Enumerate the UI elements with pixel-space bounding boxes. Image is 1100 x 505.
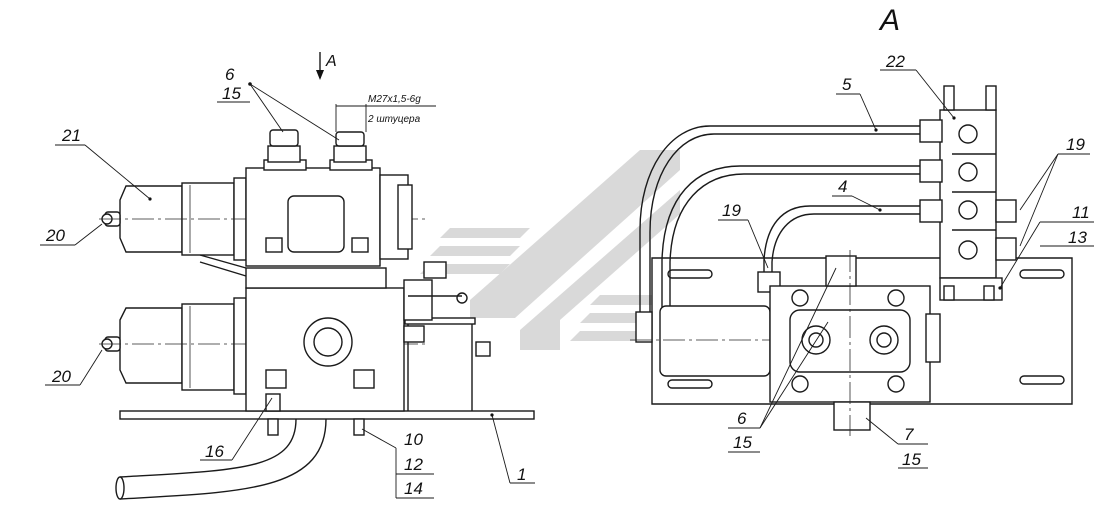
left-view: A M27x1,5-6g 2 штуцера (99, 52, 535, 500)
callout-22: 22 (885, 52, 905, 71)
callout-21: 21 (61, 126, 81, 145)
section-arrow-label: A (325, 53, 337, 70)
thread-note: M27x1,5-6g (368, 94, 421, 105)
callout-4: 4 (838, 177, 847, 196)
callout-15-bottom-right: 15 (902, 450, 921, 469)
callout-6-right: 6 (737, 409, 747, 428)
callout-5: 5 (842, 75, 852, 94)
callout-15-right: 15 (733, 433, 752, 452)
callout-20-upper: 20 (45, 226, 65, 245)
callout-20-lower: 20 (51, 367, 71, 386)
callout-12: 12 (404, 455, 423, 474)
callout-1: 1 (517, 465, 526, 484)
upper-valve-block (245, 129, 413, 267)
callout-14: 14 (404, 479, 423, 498)
callout-13: 13 (1068, 228, 1087, 247)
view-title: A (878, 4, 900, 37)
drain-hose (119, 418, 297, 478)
callout-11: 11 (1072, 203, 1090, 222)
callout-6-left: 6 (225, 65, 235, 84)
callout-19-left: 19 (722, 201, 741, 220)
pipe-5 (639, 125, 920, 318)
bottom-bolts (265, 393, 365, 436)
callout-10: 10 (404, 430, 423, 449)
view-a-valve-assembly (630, 250, 941, 436)
callout-19-right: 19 (1066, 135, 1085, 154)
callout-labels: 6 15 21 20 20 16 10 12 14 1 22 5 4 19 19… (45, 52, 1090, 498)
base-plate (119, 410, 535, 420)
bracket-flange (404, 317, 476, 325)
pipe-4 (763, 205, 920, 272)
callout-7: 7 (904, 425, 914, 444)
callout-15-left: 15 (222, 84, 241, 103)
callout-16: 16 (205, 442, 224, 461)
upper-solenoid (99, 177, 428, 261)
lower-solenoid (99, 297, 428, 395)
left-callout-leaders (40, 82, 535, 499)
right-callout-leaders (718, 69, 1094, 469)
lower-valve-block (199, 254, 491, 412)
right-view-a: A (630, 4, 1073, 436)
thread-count-note: 2 штуцера (367, 114, 421, 125)
distributor-manifold (919, 85, 1017, 301)
